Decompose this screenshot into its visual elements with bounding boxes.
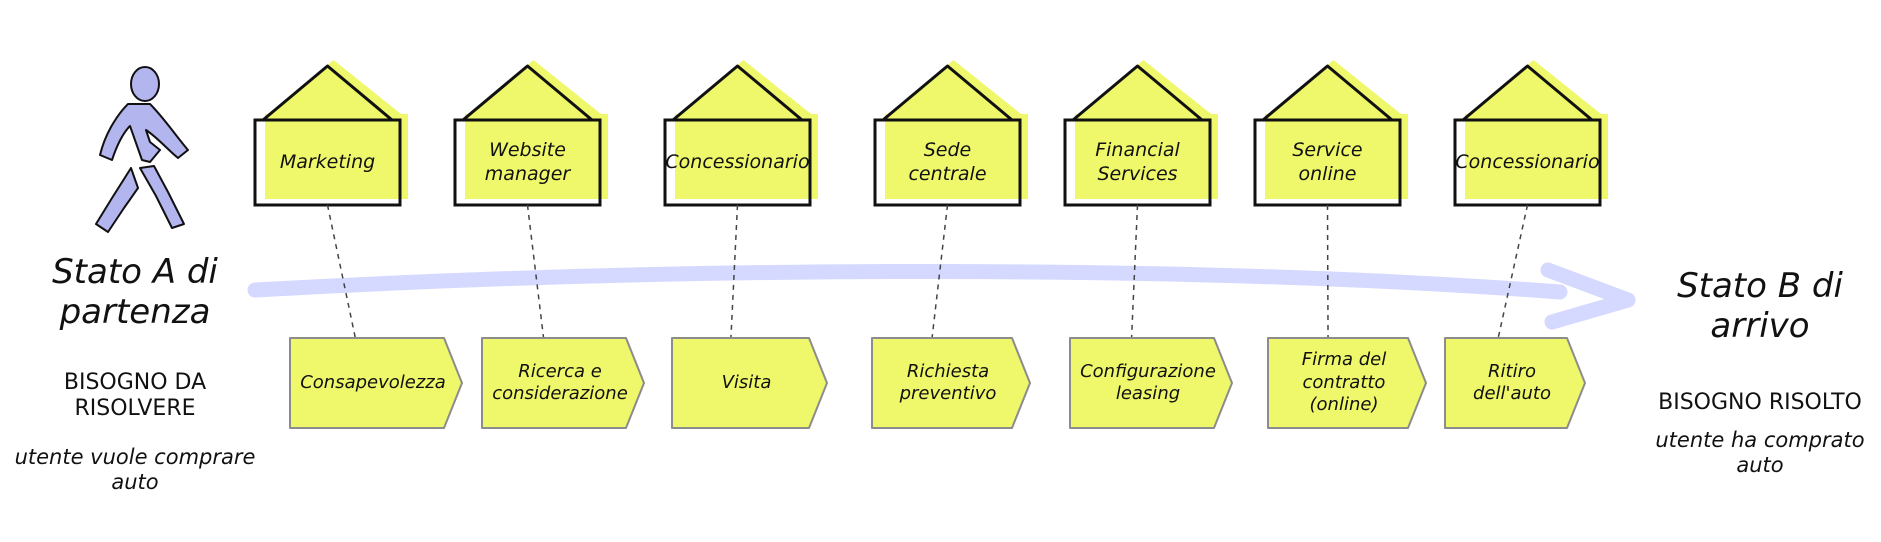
actor-step-connector [1497,204,1529,339]
step-label: Configurazione leasing [1080,360,1216,405]
actor-sticky-shadow [1075,114,1218,199]
actor-roof-shadow [1463,60,1606,118]
actor-roof-outline [1262,64,1393,122]
actor-roof-shadow [1073,60,1216,118]
actor-label: Sede centrale [908,138,987,185]
actor-house [253,60,408,207]
journey-step [1267,337,1427,429]
step-chevron [1444,337,1586,429]
end-state-description: utente ha comprato auto [1655,428,1865,477]
journey-arrow-head [1540,262,1636,330]
actor-label: Concessionario [1455,150,1600,173]
connectors-layer [326,204,1529,339]
step-chevron [671,337,828,429]
actor-house [1063,60,1218,207]
actor-roof-shadow [263,60,406,118]
actor-roof-outline [882,64,1013,122]
journey-step [289,337,463,429]
actor-roof-shadow [883,60,1026,118]
actor-roof-outline [262,64,393,122]
actor-label: Concessionario [665,150,810,173]
start-state-title: Stato A di partenza [52,252,218,333]
actor-step-connector [1326,204,1329,339]
journey-step [481,337,645,429]
step-chevron [1069,337,1233,429]
start-state-description: utente vuole comprare auto [14,445,256,494]
step-chevron [481,337,645,429]
actor-roof-shadow [463,60,606,118]
actor-sticky-shadow [265,114,408,199]
actor-sticky-shadow [1465,114,1608,199]
step-label: Ritiro dell'auto [1473,360,1551,405]
actor-label: Website manager [484,138,571,185]
journey-step [871,337,1031,429]
steps-layer [289,337,1586,429]
step-label: Richiesta preventivo [899,360,997,405]
actor-sticky-shadow [1265,114,1408,199]
actor-roof-outline [672,64,803,122]
step-label: Consapevolezza [300,371,446,393]
actor-step-connector [1130,204,1139,339]
end-state-need: BISOGNO RISOLTO [1658,390,1862,415]
actor-house [873,60,1028,207]
step-chevron [871,337,1031,429]
journey-step [1069,337,1233,429]
actor-label: Financial Services [1095,138,1180,185]
step-label: Ricerca e considerazione [492,360,628,405]
actor-step-connector [730,204,739,339]
actor-step-connector [326,204,357,339]
actor-house [1453,60,1608,207]
actor-label: Service online [1292,138,1363,185]
actor-roof-outline [1072,64,1203,122]
actor-roof-shadow [1263,60,1406,118]
step-label: Firma del contratto (online) [1301,349,1387,416]
actor-sticky-shadow [675,114,818,199]
actor-sticky-shadow [465,114,608,199]
actor-house [663,60,818,207]
journey-step [671,337,828,429]
actor-step-connector [931,204,949,339]
actor-step-connector [526,204,545,339]
step-chevron [1267,337,1427,429]
actor-roof-outline [462,64,593,122]
actor-roof-outline [1462,64,1593,122]
end-state-title: Stato B di arrivo [1677,266,1843,347]
walking-person-icon [95,66,189,233]
actor-sticky-shadow [885,114,1028,199]
journey-step [1444,337,1586,429]
journey-arrow-shaft [247,263,1568,300]
step-label: Visita [721,371,772,393]
actor-label: Marketing [279,150,376,173]
actor-roof-shadow [673,60,816,118]
step-chevron [289,337,463,429]
journey-arrow [247,262,1636,330]
start-state-need: BISOGNO DA RISOLVERE [63,370,207,421]
